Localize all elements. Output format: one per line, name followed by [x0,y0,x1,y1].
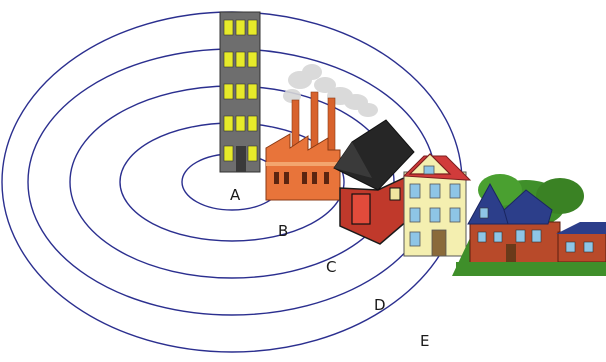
cottage-icon [333,119,415,245]
zone-label-b: B [278,222,288,240]
zone-label-a: A [230,186,241,204]
zone-label-e: E [420,332,429,350]
office-tower-icon [219,11,261,173]
factory-icon [265,91,341,201]
suburban-villa-icon [452,174,606,276]
zone-label-d: D [374,296,386,314]
zone-label-c: C [326,258,336,276]
townhouse-icon [402,153,472,257]
